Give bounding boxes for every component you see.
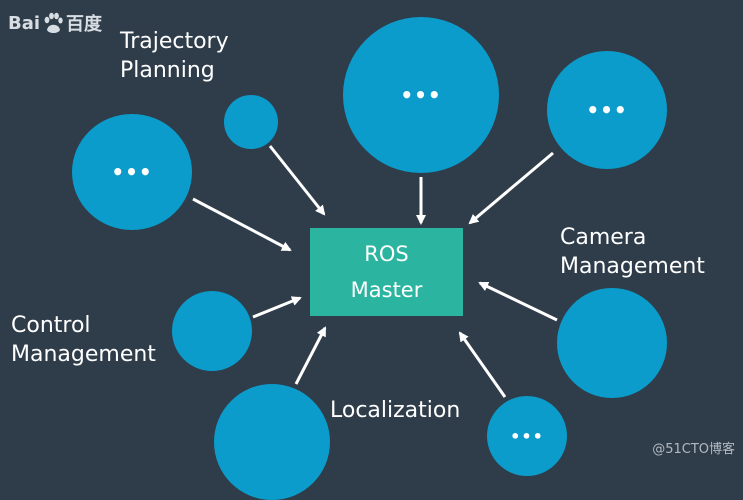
arrow-localization: [294, 326, 327, 385]
arrow-camera: [478, 281, 558, 322]
node-ellipsis: •••: [400, 83, 442, 107]
node-control-management: [172, 291, 252, 371]
node-left-top: •••: [72, 114, 192, 230]
baidu-logo: Bai 百度: [8, 8, 102, 38]
node-ellipsis: •••: [586, 98, 628, 122]
node-right-bottom: •••: [487, 396, 567, 476]
arrow-left-top: [192, 197, 292, 252]
node-camera-management: [557, 288, 667, 398]
arrow-control: [252, 296, 302, 319]
ros-master-box: ROS Master: [310, 228, 463, 316]
arrow-right-bottom: [458, 331, 507, 398]
label-control-management: Control Management: [11, 313, 156, 367]
label-trajectory-planning: Trajectory Planning: [120, 29, 229, 83]
arrow-right-top: [468, 151, 554, 225]
logo-text-right: 百度: [66, 14, 103, 35]
master-line-2: Master: [350, 278, 423, 302]
diagram-stage: Bai 百度 ••• ••• •••: [8, 8, 735, 500]
label-camera-management: Camera Management: [560, 225, 705, 279]
node-right-top: •••: [547, 51, 667, 169]
node-ellipsis: •••: [111, 160, 153, 184]
node-ellipsis: •••: [510, 426, 544, 446]
node-center-top: •••: [343, 17, 499, 173]
label-localization: Localization: [330, 398, 461, 423]
watermark: @51CTO博客: [652, 442, 735, 457]
arrow-trajectory: [268, 145, 326, 216]
arrows-layer: [192, 145, 558, 398]
logo-text-left: Bai: [8, 12, 41, 34]
node-trajectory-planning: [224, 95, 278, 149]
node-localization: [214, 384, 330, 500]
master-line-1: ROS: [364, 242, 409, 266]
paw-icon: [44, 12, 63, 33]
